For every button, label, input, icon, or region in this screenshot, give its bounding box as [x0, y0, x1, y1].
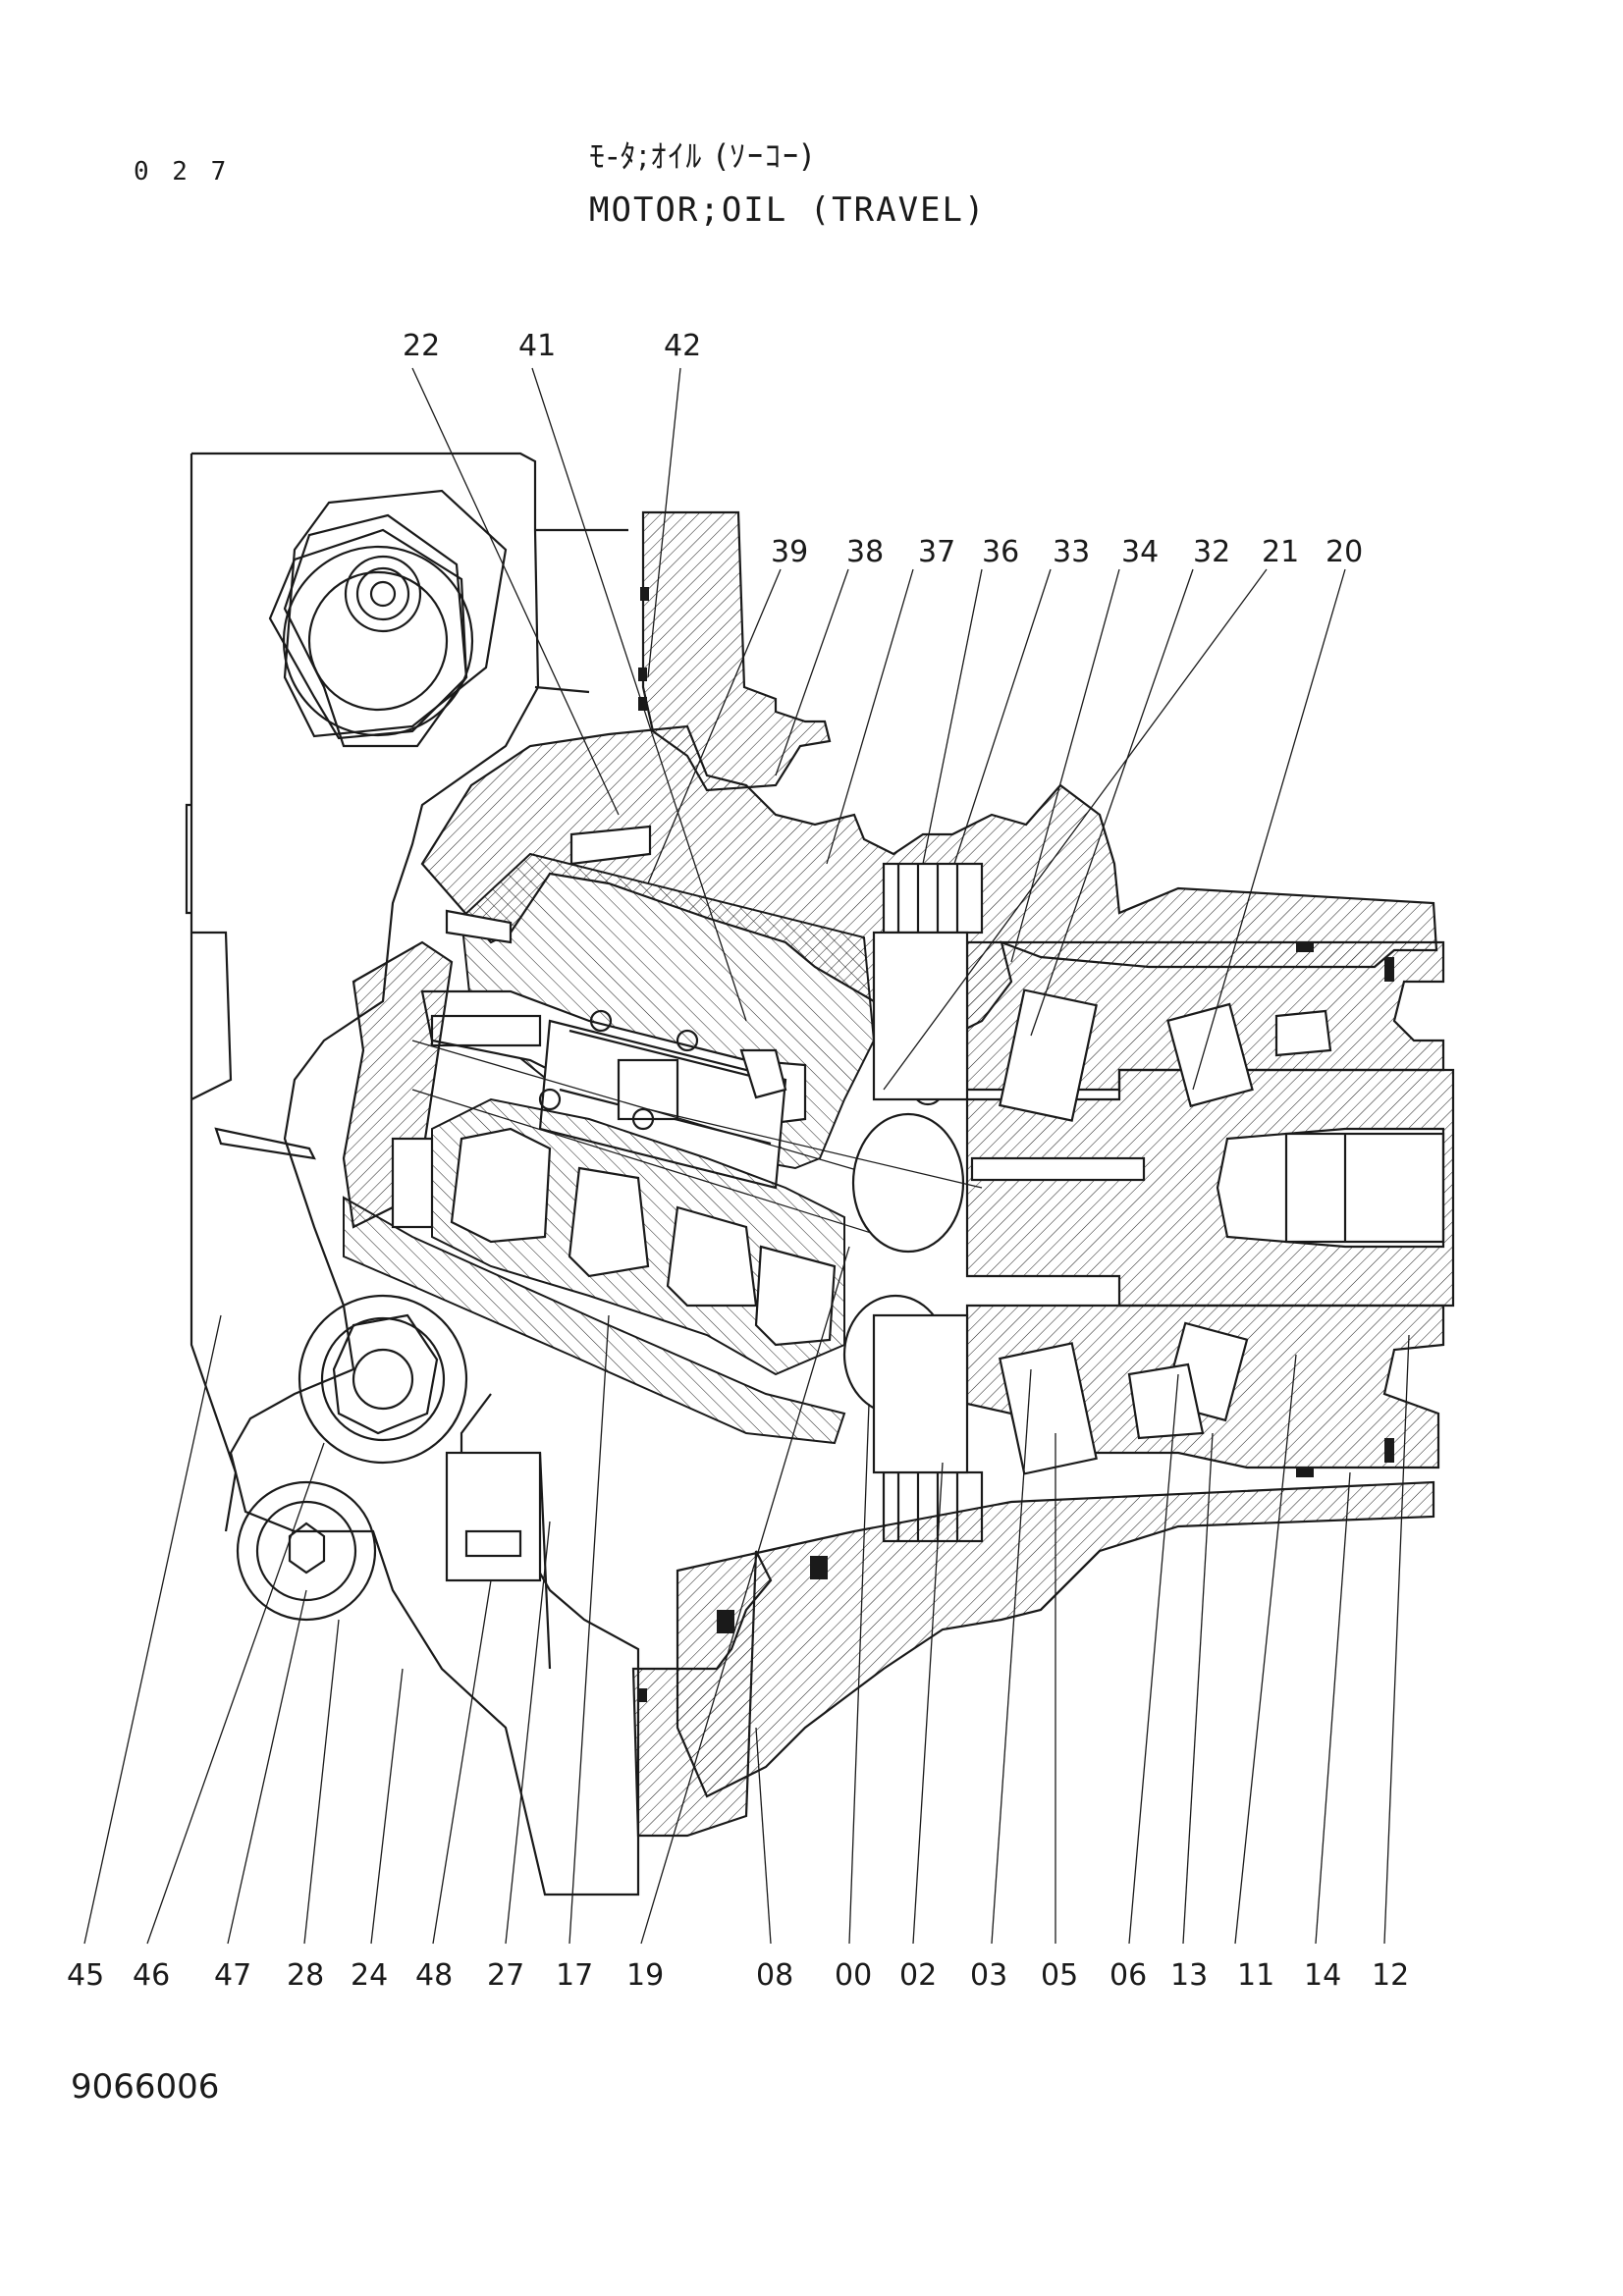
callout-36: 36 — [982, 535, 1019, 569]
callout-14: 14 — [1304, 1958, 1341, 1993]
callout-48: 48 — [415, 1958, 453, 1993]
callout-03: 03 — [970, 1958, 1007, 1993]
callout-45: 45 — [67, 1958, 104, 1993]
motor-housing-right — [965, 940, 1445, 1477]
callout-19: 19 — [626, 1958, 664, 1993]
callout-20: 20 — [1325, 535, 1363, 569]
relief-valve-assembly — [236, 1294, 552, 1670]
callout-27: 27 — [487, 1958, 524, 1993]
callout-42: 42 — [664, 329, 701, 363]
callout-11: 11 — [1237, 1958, 1274, 1993]
callout-22: 22 — [403, 329, 440, 363]
callout-08: 08 — [756, 1958, 793, 1993]
callout-39: 39 — [771, 535, 808, 569]
valve-plate — [342, 909, 846, 1445]
callouts-bottom: 45 46 47 28 24 48 27 17 19 08 00 02 03 0… — [67, 1958, 1409, 1993]
cylinder-barrel — [411, 989, 885, 1376]
leader-lines — [83, 367, 1410, 1945]
callout-06: 06 — [1109, 1958, 1147, 1993]
callout-37: 37 — [918, 535, 955, 569]
callout-13: 13 — [1170, 1958, 1208, 1993]
callout-28: 28 — [287, 1958, 324, 1993]
page-number: 0 2 7 — [134, 157, 231, 187]
callout-32: 32 — [1193, 535, 1230, 569]
callout-34: 34 — [1121, 535, 1159, 569]
callout-00: 00 — [835, 1958, 872, 1993]
motor-housing-lower — [676, 1480, 1435, 1798]
valve-block — [185, 452, 640, 1896]
callout-33: 33 — [1053, 535, 1090, 569]
callout-38: 38 — [846, 535, 884, 569]
callouts-right: 39 38 37 36 33 34 32 21 20 — [771, 535, 1363, 569]
callout-41: 41 — [518, 329, 556, 363]
callout-12: 12 — [1372, 1958, 1409, 1993]
callout-24: 24 — [351, 1958, 388, 1993]
callout-17: 17 — [556, 1958, 593, 1993]
callout-21: 21 — [1262, 535, 1299, 569]
title-english: MOTOR;OIL (TRAVEL) — [589, 190, 987, 230]
output-shaft — [647, 1068, 1455, 1415]
callout-05: 05 — [1041, 1958, 1078, 1993]
callout-02: 02 — [899, 1958, 937, 1993]
callouts-top: 22 41 42 — [403, 329, 701, 363]
title-japanese: ﾓ-ﾀ;ｵｲﾙ (ｿｰｺｰ) — [589, 137, 815, 175]
callout-46: 46 — [133, 1958, 170, 1993]
drawing-number: 9066006 — [71, 2067, 220, 2107]
callout-47: 47 — [214, 1958, 251, 1993]
